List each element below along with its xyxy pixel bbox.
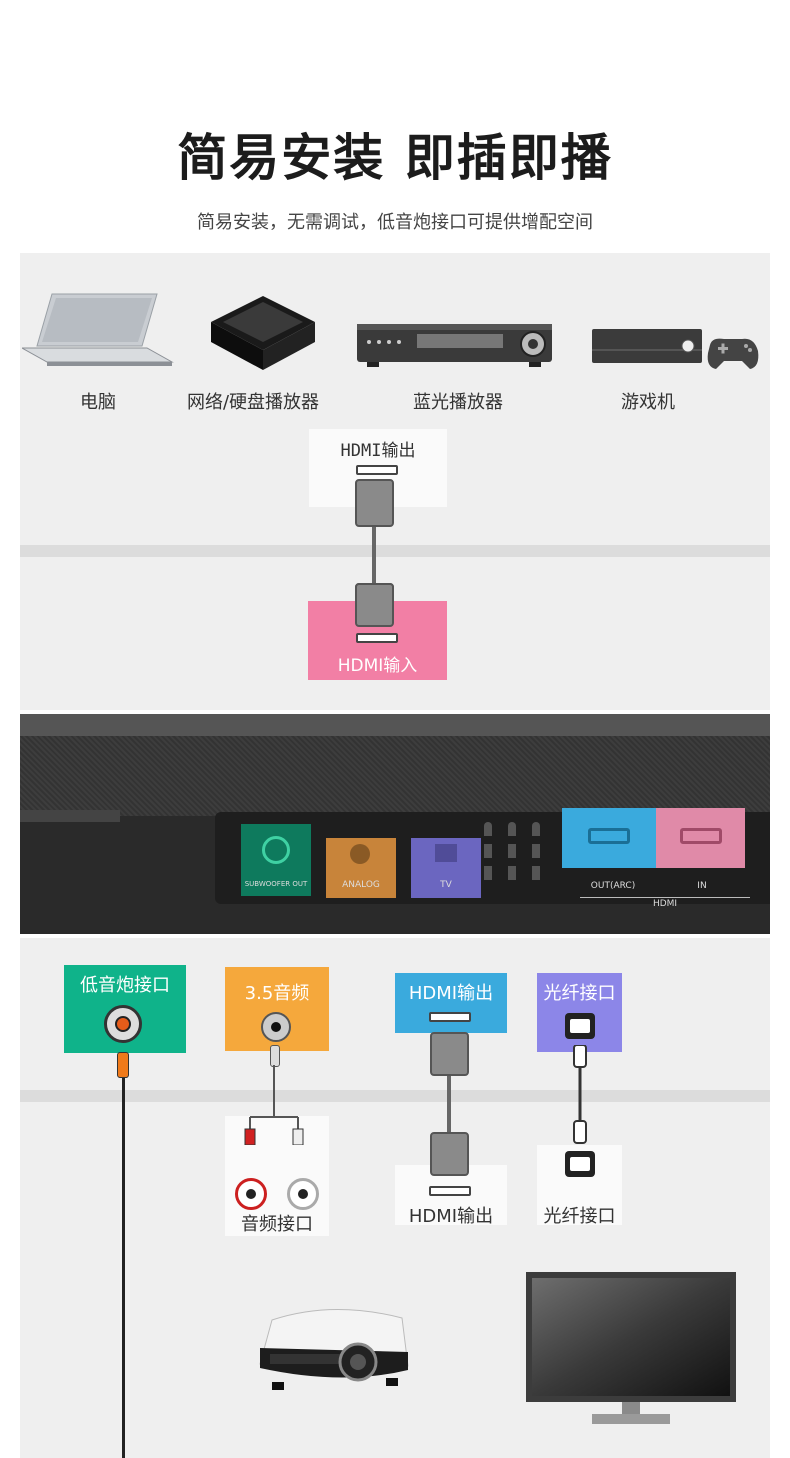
projector-icon — [252, 1300, 412, 1396]
port-subwoofer: SUBWOOFER OUT — [241, 824, 311, 896]
hdmi-out-label-bottom-2: HDMI输出 — [408, 1206, 494, 1227]
subwoofer-jack-icon — [104, 1005, 142, 1043]
port-hdmi-in — [656, 808, 745, 868]
port-analog: ANALOG — [326, 838, 396, 898]
subwoofer-plug — [117, 1052, 129, 1078]
panel-divider — [20, 545, 770, 557]
optical-label: 光纤接口 — [543, 983, 616, 1004]
hdmi-plug-bottom-bottom — [430, 1132, 469, 1176]
audio-splitter-box — [225, 1116, 329, 1236]
port-out-arc-label: OUT(ARC) — [590, 881, 636, 891]
soundbar-left-slot — [20, 810, 120, 822]
audio35-label: 3.5音频 — [244, 983, 310, 1004]
laptop-icon — [20, 290, 174, 370]
subwoofer-cable — [122, 1078, 125, 1458]
page-subtitle: 简易安装，无需调试，低音炮接口可提供增配空间 — [197, 212, 593, 233]
game-console-icon — [592, 325, 760, 375]
subwoofer-label: 低音炮接口 — [80, 975, 170, 996]
device-label-media-player: 网络/硬盘播放器 — [186, 392, 320, 413]
hdmi-plug-bottom-overlay — [355, 583, 394, 627]
port-hdmi-out — [562, 808, 656, 868]
rca-white-icon — [287, 1178, 319, 1210]
port-subwoofer-label: SUBWOOFER OUT — [244, 880, 308, 888]
hdmi-plug-bottom-top — [430, 1032, 469, 1076]
hdmi-out-label-bottom: HDMI输出 — [408, 983, 494, 1004]
tv-icon — [526, 1272, 736, 1428]
optical-label-2: 光纤接口 — [543, 1206, 616, 1227]
bluray-player-icon — [357, 322, 552, 368]
connections-divider — [20, 1090, 770, 1102]
port-hdmi-out-jack — [588, 828, 630, 844]
port-hdmi-label: HDMI — [652, 899, 678, 909]
page-title: 简易安装 即插即播 — [177, 129, 613, 187]
hdmi-plug-top — [355, 479, 394, 527]
soundbar-vents — [480, 822, 550, 888]
audio-splitter-cable — [224, 1065, 324, 1146]
hdmi-cable-top — [372, 527, 376, 583]
optical-cable — [566, 1044, 594, 1150]
hdmi-cable-bottom — [447, 1076, 451, 1132]
hdmi-out-box-bottom — [395, 973, 507, 1033]
soundbar-top-edge — [20, 714, 770, 736]
port-analog-label: ANALOG — [342, 880, 380, 890]
port-subwoofer-ring — [262, 836, 290, 864]
port-in-label: IN — [697, 881, 707, 891]
port-tv: TV — [411, 838, 481, 898]
device-label-game-console: 游戏机 — [621, 392, 675, 413]
port-analog-jack — [350, 844, 370, 864]
hdmi-tip-bottom — [356, 633, 398, 643]
device-label-computer: 电脑 — [80, 392, 116, 413]
hdmi-group-line — [580, 897, 750, 898]
port-tv-label: TV — [440, 880, 452, 890]
soundbar-grille — [20, 736, 770, 816]
audio35-plug — [270, 1045, 280, 1067]
audio35-jack-icon — [261, 1012, 291, 1042]
optical-port-icon — [565, 1013, 595, 1039]
hdmi-tip-bottom-bottom — [429, 1186, 471, 1196]
audio-jack-label: 音频接口 — [241, 1214, 313, 1235]
rca-red-icon — [235, 1178, 267, 1210]
optical-port-icon-2 — [565, 1151, 595, 1177]
hdmi-tip-top — [356, 465, 398, 475]
hdmi-in-label: HDMI输入 — [337, 656, 418, 676]
media-box-icon — [203, 292, 318, 374]
port-tv-jack — [435, 844, 457, 862]
hdmi-out-label-top: HDMI输出 — [340, 441, 416, 461]
port-hdmi-in-jack — [680, 828, 722, 844]
device-label-bluray: 蓝光播放器 — [413, 392, 503, 413]
hdmi-tip-bottom-top — [429, 1012, 471, 1022]
